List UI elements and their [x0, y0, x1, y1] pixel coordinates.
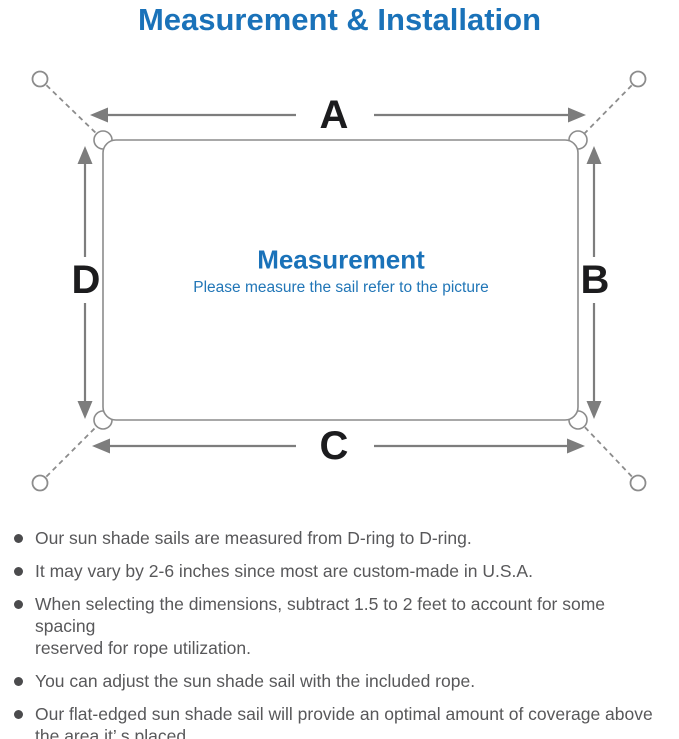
list-item: Our sun shade sails are measured from D-…: [12, 527, 668, 549]
anchor-point-circle-bottom-left: [31, 474, 49, 492]
measurement-diagram: A B C D Measurement Please measure the s…: [0, 45, 679, 507]
diagram-center-title: Measurement: [257, 244, 425, 275]
bullet-dot-icon: [14, 600, 23, 609]
dashed-guy-lines: [39, 78, 639, 484]
note-line: When selecting the dimensions, subtract …: [35, 594, 606, 636]
note-line: the area it’ s placed.: [35, 726, 191, 739]
note-line: reserved for rope utilization.: [35, 638, 251, 658]
dimension-label-d: D: [71, 258, 101, 302]
anchor-point-circle-top-left: [31, 70, 49, 88]
arrowhead-d-top: [77, 146, 93, 164]
arrowhead-c-right: [567, 438, 585, 454]
arrowhead-a-left: [90, 107, 108, 123]
arrowhead-b-top: [586, 146, 602, 164]
dimension-arrows: [77, 107, 602, 454]
notes-list: Our sun shade sails are measured from D-…: [12, 527, 668, 739]
note-line: Our flat-edged sun shade sail will provi…: [35, 704, 653, 724]
dashed-guy-line-bottom-left: [39, 421, 102, 484]
bullet-dot-icon: [14, 534, 23, 543]
arrowhead-c-left: [92, 438, 110, 454]
dimension-label-c: C: [319, 424, 349, 468]
note-text: Our sun shade sails are measured from D-…: [35, 527, 472, 549]
sail-outline: [102, 139, 579, 421]
anchor-point-circle-top-right: [629, 70, 647, 88]
dashed-guy-line-top-left: [39, 78, 102, 139]
note-text: Our flat-edged sun shade sail will provi…: [35, 703, 653, 739]
dashed-guy-line-top-right: [579, 78, 639, 139]
arrowhead-a-right: [568, 107, 586, 123]
diagram-canvas: [31, 70, 647, 492]
list-item: Our flat-edged sun shade sail will provi…: [12, 703, 668, 739]
dimension-label-a: A: [319, 93, 349, 137]
list-item: It may vary by 2-6 inches since most are…: [12, 560, 668, 582]
dashed-guy-line-bottom-right: [579, 421, 639, 484]
bullet-dot-icon: [14, 677, 23, 686]
note-line: Our sun shade sails are measured from D-…: [35, 528, 472, 548]
dimension-label-b: B: [580, 258, 610, 302]
list-item: You can adjust the sun shade sail with t…: [12, 670, 668, 692]
note-text: You can adjust the sun shade sail with t…: [35, 670, 475, 692]
list-item: When selecting the dimensions, subtract …: [12, 593, 668, 659]
note-text: When selecting the dimensions, subtract …: [35, 593, 660, 659]
arrowhead-b-bottom: [586, 401, 602, 419]
note-line: It may vary by 2-6 inches since most are…: [35, 561, 533, 581]
diagram-center-subtitle: Please measure the sail refer to the pic…: [193, 279, 489, 296]
anchor-point-circle-bottom-right: [629, 474, 647, 492]
page-title: Measurement & Installation: [137, 2, 542, 37]
note-line: You can adjust the sun shade sail with t…: [35, 671, 476, 691]
bullet-dot-icon: [14, 710, 23, 719]
bullet-dot-icon: [14, 567, 23, 576]
arrowhead-d-bottom: [77, 401, 93, 419]
note-text: It may vary by 2-6 inches since most are…: [35, 560, 533, 582]
anchor-points: [31, 70, 647, 492]
